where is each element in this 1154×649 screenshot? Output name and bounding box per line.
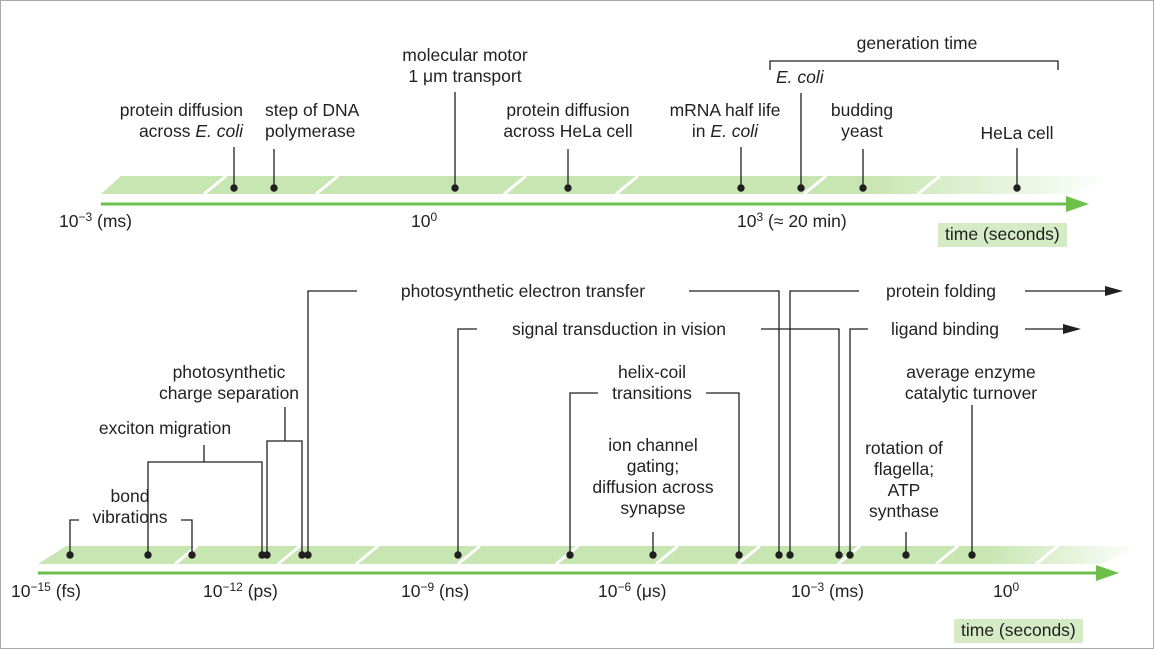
event-point-signal-transduction-2 (835, 551, 843, 559)
top-event-leaders (233, 92, 1018, 187)
event-molecular-motor: molecular motor 1 μm transport (402, 45, 528, 86)
event-point-bond-vibrations-1 (66, 551, 74, 559)
event-photosynthetic-charge-separation: photosynthetic charge separation (158, 362, 300, 403)
event-ecoli-generation: E. coli (776, 67, 824, 87)
top-tick-20min: 103 (≈ 20 min) (737, 210, 847, 231)
event-point-protein-diffusion-hela (564, 184, 572, 192)
bottom-tick-1s: 100 (993, 580, 1020, 601)
top-axis-unit-badge: time (seconds) (938, 223, 1067, 247)
event-point-dna-polymerase-step (270, 184, 278, 192)
event-protein-diffusion-hela: protein diffusion across HeLa cell (503, 100, 633, 141)
top-tick-1s: 100 (411, 210, 438, 231)
event-protein-diffusion-ecoli: protein diffusion across E. coli (119, 100, 243, 141)
event-mrna-half-life: mRNA half life in E. coli (669, 100, 781, 141)
event-point-enzyme-turnover (968, 551, 976, 559)
event-signal-transduction: signal transduction in vision (511, 319, 727, 339)
event-point-helix-coil-2 (735, 551, 743, 559)
bottom-arrowhead (1096, 565, 1119, 581)
bottom-event-points (66, 551, 976, 559)
event-helix-coil-transitions: helix-coil transitions (612, 362, 692, 403)
event-point-ecoli-generation (797, 184, 805, 192)
top-arrowhead (1066, 196, 1089, 212)
bottom-time-band (38, 546, 1143, 564)
event-point-protein-folding (786, 551, 794, 559)
bottom-tick-ps: 10−12 (ps) (203, 580, 278, 601)
event-point-flagella (902, 551, 910, 559)
event-bond-vibrations: bond vibrations (92, 486, 168, 527)
event-point-signal-transduction-1 (454, 551, 462, 559)
top-tick-ms: 10−3 (ms) (59, 210, 133, 231)
bottom-event-leaders (69, 290, 973, 554)
event-point-protein-diffusion-ecoli (230, 184, 238, 192)
event-point-budding-yeast (859, 184, 867, 192)
event-ligand-binding: ligand binding (890, 319, 1000, 339)
event-point-helix-coil-1 (566, 551, 574, 559)
generation-time-bracket (769, 60, 1059, 70)
event-budding-yeast: budding yeast (830, 100, 894, 141)
event-exciton-migration: exciton migration (98, 418, 232, 438)
event-point-ligand-binding (846, 551, 854, 559)
event-point-bond-vibrations-2 (188, 551, 196, 559)
generation-time-label: generation time (856, 33, 978, 53)
event-average-enzyme-turnover: average enzyme catalytic turnover (904, 362, 1038, 403)
bottom-tick-ms: 10−3 (ms) (791, 580, 865, 601)
top-event-points (230, 184, 1021, 192)
bottom-tick-ns: 10−9 (ns) (401, 580, 470, 601)
event-ion-channel-gating: ion channel gating; diffusion across syn… (592, 435, 714, 518)
event-hela-cell: HeLa cell (980, 123, 1054, 143)
event-protein-folding: protein folding (886, 281, 996, 301)
event-point-ion-channel (649, 551, 657, 559)
event-point-electron-transfer-1 (304, 551, 312, 559)
event-point-mrna-half-life (737, 184, 745, 192)
bottom-tick-us: 10−6 (μs) (598, 580, 667, 601)
top-band-separators (203, 174, 941, 196)
open-ended-arrows (1025, 286, 1123, 334)
event-dna-polymerase-step: step of DNA polymerase (265, 100, 360, 141)
event-point-charge-separation-1 (263, 551, 271, 559)
event-point-charge-separation-2 (298, 551, 306, 559)
event-photosynthetic-electron-transfer: photosynthetic electron transfer (400, 281, 646, 301)
event-point-exciton-1 (144, 551, 152, 559)
event-point-molecular-motor (451, 184, 459, 192)
bottom-tick-fs: 10−15 (fs) (11, 580, 81, 601)
event-rotation-flagella-atp-synthase: rotation of flagella; ATP synthase (865, 438, 943, 521)
event-point-electron-transfer-2 (775, 551, 783, 559)
bottom-axis-unit-badge: time (seconds) (954, 619, 1083, 643)
event-point-hela-cell (1013, 184, 1021, 192)
